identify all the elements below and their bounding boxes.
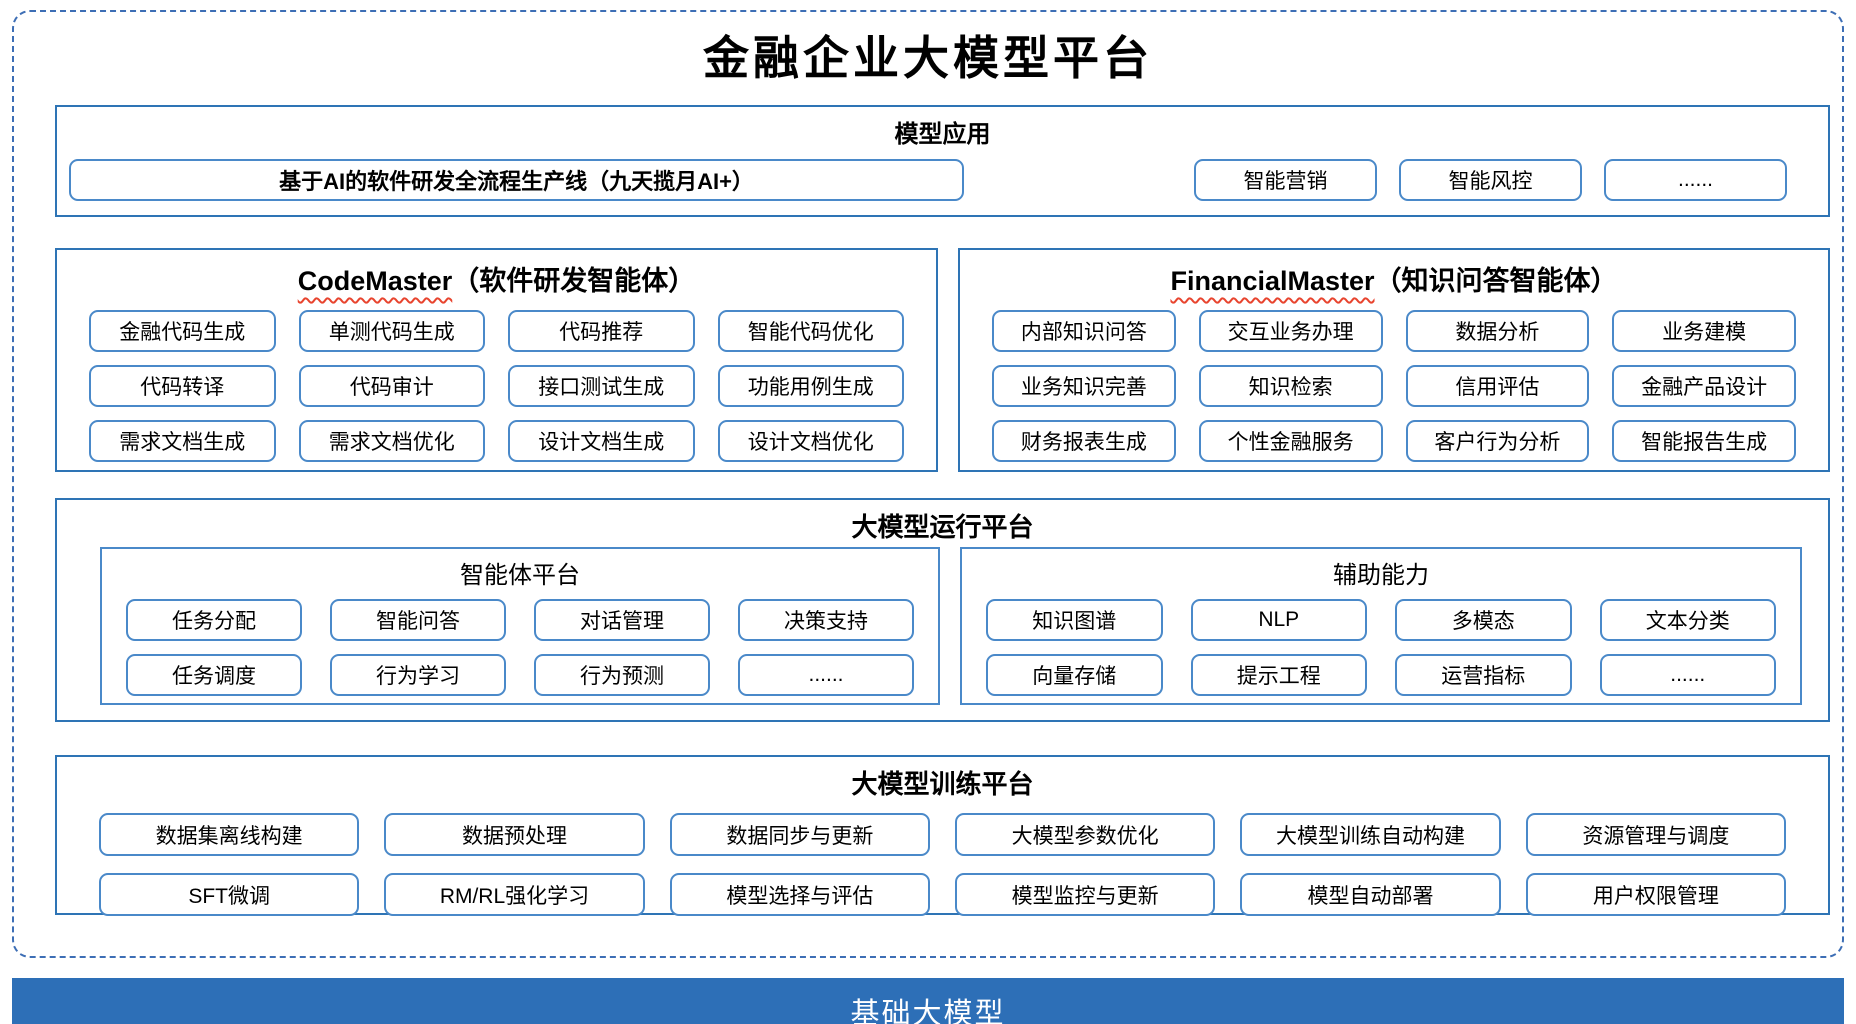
outer-dashed-frame xyxy=(12,10,1844,958)
aux-ability-item: NLP xyxy=(1190,599,1367,641)
codemaster-title-suffix: （软件研发智能体） xyxy=(452,266,696,296)
aux-ability-item: 提示工程 xyxy=(1190,654,1367,696)
aux-ability-item: ...... xyxy=(1599,654,1776,696)
codemaster-item: 代码转译 xyxy=(89,365,276,407)
financialmaster-item: 业务建模 xyxy=(1612,310,1796,352)
financialmaster-item: 信用评估 xyxy=(1405,365,1590,407)
aux-ability-item: 多模态 xyxy=(1395,599,1572,641)
financialmaster-item: 知识检索 xyxy=(1198,365,1383,407)
training-title: 大模型训练平台 xyxy=(851,769,1034,799)
agent-platform-grid: 任务分配 智能问答 对话管理 决策支持 任务调度 行为学习 行为预测 .....… xyxy=(102,590,938,696)
agent-platform-item: 智能问答 xyxy=(330,599,506,641)
codemaster-item: 需求文档生成 xyxy=(89,420,276,462)
section-training-platform: 大模型训练平台 数据集离线构建 数据预处理 数据同步与更新 大模型参数优化 大模… xyxy=(55,755,1830,916)
codemaster-title: CodeMaster（软件研发智能体） xyxy=(57,250,936,298)
financialmaster-title-en: FinancialMaster xyxy=(1170,266,1375,296)
codemaster-grid: 金融代码生成 单测代码生成 代码推荐 智能代码优化 代码转译 代码审计 接口测试… xyxy=(57,298,936,462)
agent-platform-item: ...... xyxy=(738,654,914,696)
codemaster-item: 设计文档优化 xyxy=(717,420,904,462)
aux-ability-item: 文本分类 xyxy=(1599,599,1776,641)
codemaster-item: 功能用例生成 xyxy=(717,365,904,407)
financialmaster-item: 客户行为分析 xyxy=(1405,420,1590,462)
agent-platform-item: 行为预测 xyxy=(534,654,710,696)
training-item: 用户权限管理 xyxy=(1525,873,1786,916)
financialmaster-title: FinancialMaster（知识问答智能体） xyxy=(960,250,1828,298)
financialmaster-item: 金融产品设计 xyxy=(1612,365,1796,407)
financialmaster-item: 数据分析 xyxy=(1405,310,1590,352)
agent-platform-item: 行为学习 xyxy=(330,654,506,696)
codemaster-item: 需求文档优化 xyxy=(298,420,485,462)
training-item: 模型自动部署 xyxy=(1240,873,1501,916)
codemaster-item: 智能代码优化 xyxy=(717,310,904,352)
training-item: RM/RL强化学习 xyxy=(384,873,645,916)
app-item: 智能风控 xyxy=(1399,159,1582,201)
aux-ability-item: 向量存储 xyxy=(986,654,1163,696)
base-model-bar: 基础大模型 xyxy=(12,978,1844,1024)
codemaster-item: 接口测试生成 xyxy=(508,365,695,407)
app-item: ...... xyxy=(1604,159,1787,201)
financialmaster-title-suffix: （知识问答智能体） xyxy=(1374,266,1618,296)
aux-ability-item: 运营指标 xyxy=(1395,654,1572,696)
financialmaster-grid: 内部知识问答 交互业务办理 数据分析 业务建模 业务知识完善 知识检索 信用评估… xyxy=(960,298,1828,462)
financialmaster-item: 业务知识完善 xyxy=(992,365,1176,407)
section-model-applications-title: 模型应用 xyxy=(894,121,991,148)
model-applications-row: 基于AI的软件研发全流程生产线（九天揽月AI+） 智能营销 智能风控 .....… xyxy=(69,159,1828,201)
codemaster-item: 代码审计 xyxy=(298,365,485,407)
training-item: 大模型训练自动构建 xyxy=(1240,813,1501,856)
financialmaster-item: 财务报表生成 xyxy=(992,420,1176,462)
training-item: 资源管理与调度 xyxy=(1525,813,1786,856)
agent-platform-item: 任务调度 xyxy=(126,654,302,696)
codemaster-item: 金融代码生成 xyxy=(89,310,276,352)
aux-ability-title: 辅助能力 xyxy=(1333,562,1429,589)
runtime-title: 大模型运行平台 xyxy=(851,512,1034,542)
app-pipeline-box: 基于AI的软件研发全流程生产线（九天揽月AI+） xyxy=(69,159,964,201)
section-runtime-platform: 大模型运行平台 智能体平台 任务分配 智能问答 对话管理 决策支持 任务调度 行… xyxy=(55,498,1830,722)
section-codemaster: CodeMaster（软件研发智能体） 金融代码生成 单测代码生成 代码推荐 智… xyxy=(55,248,938,472)
training-grid: 数据集离线构建 数据预处理 数据同步与更新 大模型参数优化 大模型训练自动构建 … xyxy=(57,801,1828,916)
agent-platform-item: 任务分配 xyxy=(126,599,302,641)
aux-ability-grid: 知识图谱 NLP 多模态 文本分类 向量存储 提示工程 运营指标 ...... xyxy=(962,590,1800,696)
financialmaster-item: 交互业务办理 xyxy=(1198,310,1383,352)
training-item: SFT微调 xyxy=(99,873,360,916)
financialmaster-item: 智能报告生成 xyxy=(1612,420,1796,462)
agent-platform-item: 决策支持 xyxy=(738,599,914,641)
app-item: 智能营销 xyxy=(1194,159,1377,201)
training-item: 数据同步与更新 xyxy=(669,813,930,856)
page-title: 金融企业大模型平台 xyxy=(703,31,1153,85)
training-item: 数据集离线构建 xyxy=(99,813,360,856)
codemaster-title-en: CodeMaster xyxy=(297,266,453,296)
financialmaster-item: 个性金融服务 xyxy=(1198,420,1383,462)
financialmaster-item: 内部知识问答 xyxy=(992,310,1176,352)
training-item: 数据预处理 xyxy=(384,813,645,856)
base-model-label: 基础大模型 xyxy=(850,998,1006,1024)
codemaster-item: 设计文档生成 xyxy=(508,420,695,462)
aux-ability-item: 知识图谱 xyxy=(986,599,1163,641)
agent-platform-item: 对话管理 xyxy=(534,599,710,641)
subsection-agent-platform: 智能体平台 任务分配 智能问答 对话管理 决策支持 任务调度 行为学习 行为预测… xyxy=(100,547,940,705)
section-financialmaster: FinancialMaster（知识问答智能体） 内部知识问答 交互业务办理 数… xyxy=(958,248,1830,472)
codemaster-item: 单测代码生成 xyxy=(298,310,485,352)
section-model-applications: 模型应用 基于AI的软件研发全流程生产线（九天揽月AI+） 智能营销 智能风控 … xyxy=(55,105,1830,217)
agent-platform-title: 智能体平台 xyxy=(460,562,580,589)
subsection-aux-ability: 辅助能力 知识图谱 NLP 多模态 文本分类 向量存储 提示工程 运营指标 ..… xyxy=(960,547,1802,705)
codemaster-item: 代码推荐 xyxy=(508,310,695,352)
training-item: 模型监控与更新 xyxy=(955,873,1216,916)
training-item: 模型选择与评估 xyxy=(669,873,930,916)
training-item: 大模型参数优化 xyxy=(955,813,1216,856)
